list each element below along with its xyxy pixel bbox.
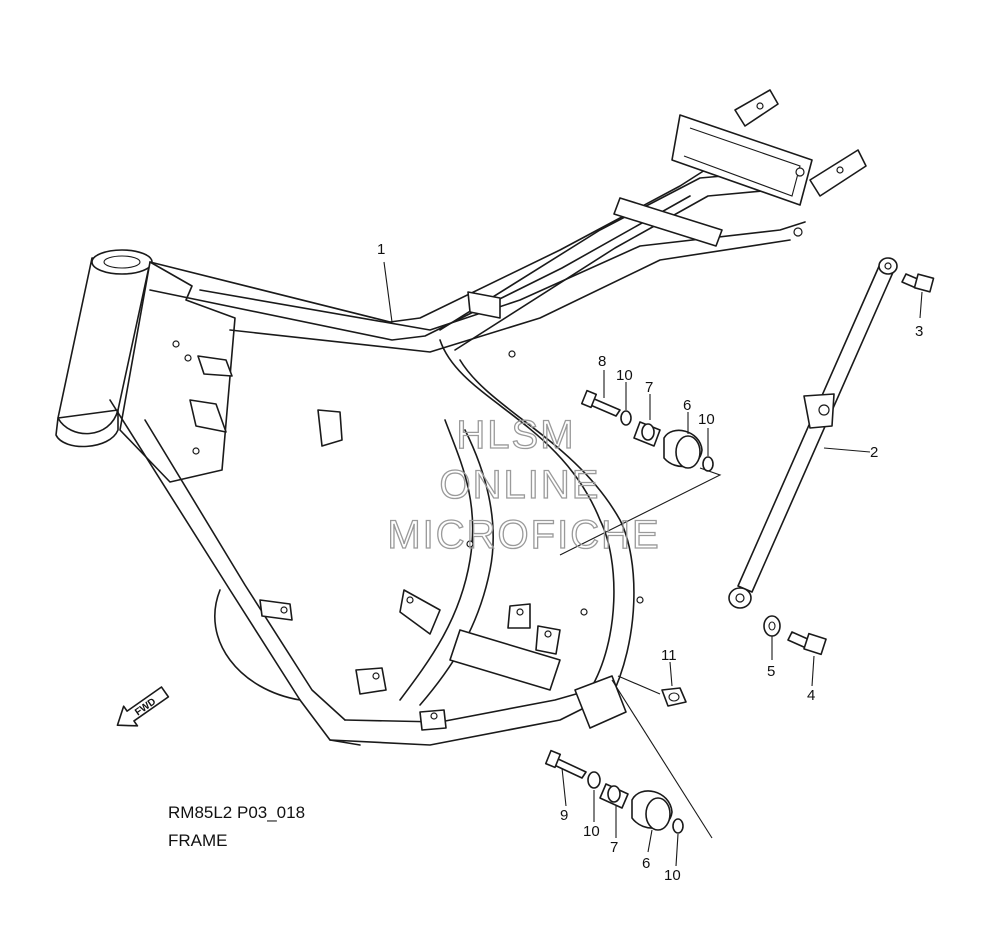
watermark: HLSM ONLINE MICROFICHE [387,412,660,557]
bolt-part-4 [787,631,827,656]
callout-numbers: 1 2 3 4 5 6 7 8 10 10 11 9 10 7 6 10 [377,241,923,884]
upper-engine-mount-set [559,389,722,556]
callout-5: 5 [767,663,775,680]
diagram-title: FRAME [168,831,228,850]
callout-10: 10 [616,367,633,384]
diagram-code: RM85L2 P03_018 [168,803,306,822]
callout-9: 9 [560,807,568,824]
washer-part-5 [763,615,781,637]
callout-11: 11 [661,647,677,664]
leader-lines [383,261,923,867]
callout-2: 2 [870,444,878,461]
callout-10: 10 [583,823,600,840]
bolt-part-3 [901,273,935,293]
watermark-line-2: ONLINE [440,463,601,507]
main-frame [55,89,867,746]
assembly-guide-lines [611,675,713,839]
callout-10: 10 [698,411,715,428]
watermark-line-1: HLSM [456,413,575,457]
callout-8: 8 [598,353,606,370]
watermark-line-3: MICROFICHE [387,513,660,557]
callout-4: 4 [807,687,815,704]
rear-subframe-strut [728,257,898,609]
callout-3: 3 [915,323,923,340]
callout-7: 7 [610,839,618,856]
lower-engine-mount-set [544,749,684,834]
callout-7: 7 [645,379,653,396]
callout-10: 10 [664,867,681,884]
callout-6: 6 [642,855,650,872]
callout-6: 6 [683,397,691,414]
callout-1: 1 [377,241,385,258]
nut-part-11 [661,687,687,707]
forward-arrow-icon: FWD [116,686,170,727]
